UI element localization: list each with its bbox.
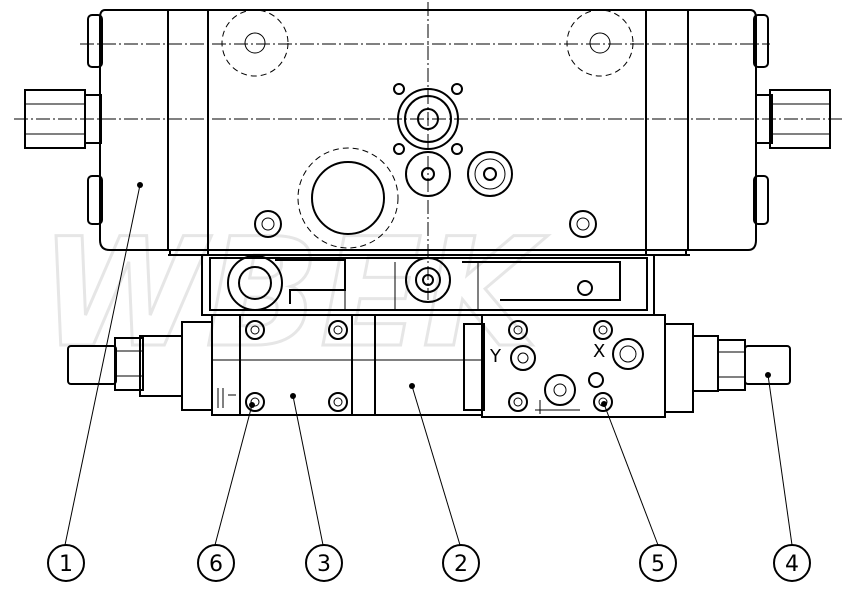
callout-6: 6 [197,544,235,582]
callout-label: 3 [317,552,331,577]
port-label-x: X [593,341,605,362]
leader-lines [64,182,793,546]
callout-label: 6 [209,552,223,577]
callout-2: 2 [442,544,480,582]
right-solenoid: Y X [463,314,791,418]
callout-label: 1 [59,552,73,577]
left-solenoid [67,314,376,416]
callout-3: 3 [305,544,343,582]
callout-4: 4 [773,544,811,582]
callout-label: 2 [454,552,468,577]
callout-1: 1 [47,544,85,582]
port-label-y: Y [489,346,502,367]
callout-5: 5 [639,544,677,582]
callout-label: 5 [651,552,665,577]
callout-label: 4 [785,552,799,577]
